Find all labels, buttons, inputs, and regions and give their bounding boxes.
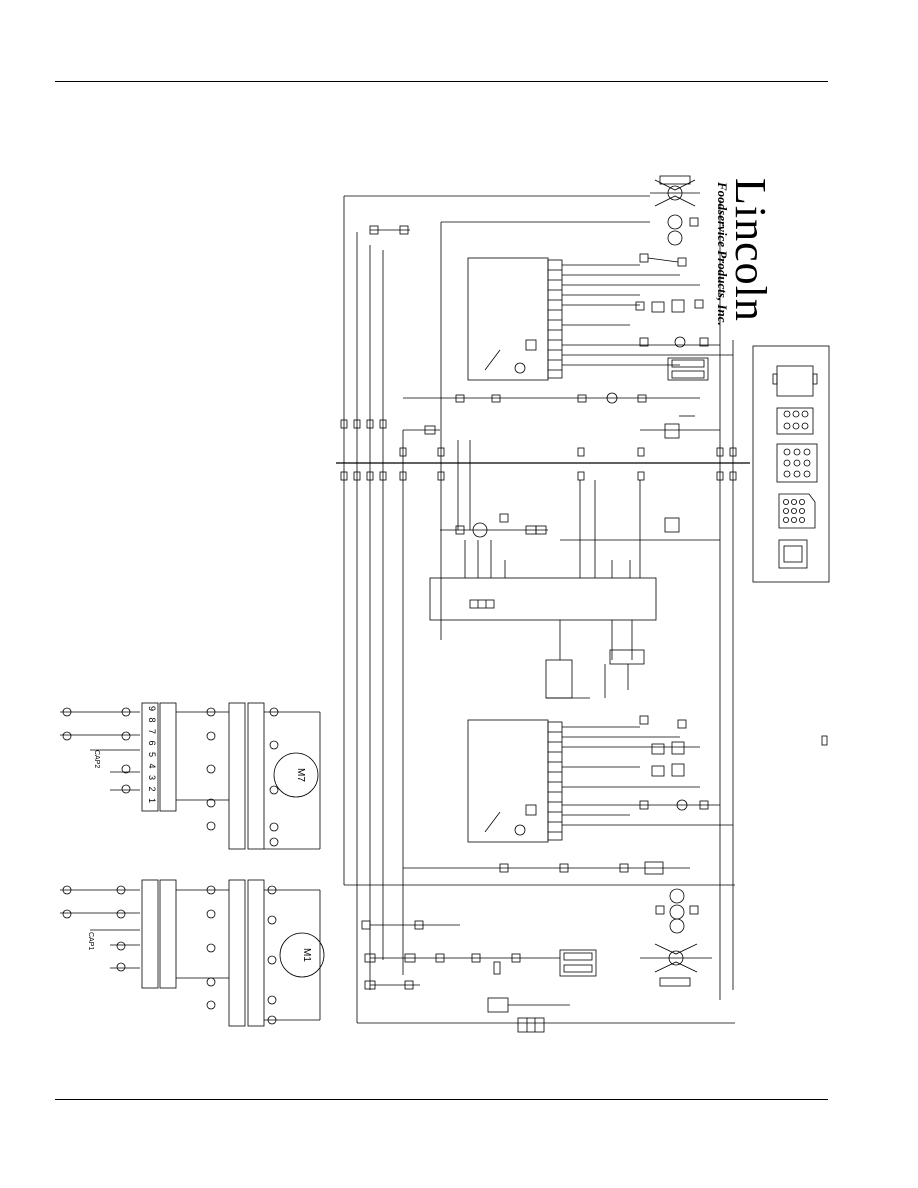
plug-12pin: [778, 493, 816, 529]
transformer: [545, 659, 573, 699]
left-bus-lines: [343, 195, 735, 1024]
cap-label-top: CAP2: [93, 750, 100, 769]
sensor-top: [514, 362, 526, 374]
terminal-strip-top-a: 9 8 7 6 5 4 3 2 1: [147, 706, 157, 805]
sensor-bottom: [514, 824, 526, 836]
motor-label-top: M7: [295, 768, 306, 782]
probe-top: [525, 339, 537, 351]
brand-name: Lincoln: [726, 178, 775, 322]
footer-rule: [55, 1099, 828, 1100]
plug-6pin: [776, 407, 814, 435]
plug-2pin: [776, 365, 814, 397]
control-box-top-wires: [562, 264, 733, 366]
connector-legend: [752, 345, 830, 583]
control-box-top: [467, 257, 549, 381]
plug-square: [778, 539, 808, 569]
probe-bottom: [525, 804, 537, 816]
plug-9pin: [776, 443, 818, 483]
motor-diagram-top: [60, 702, 321, 850]
controller-leads: [464, 480, 641, 660]
bottom-right-components: [639, 715, 709, 811]
page-marker: [821, 735, 828, 746]
motor-diagram-bottom: [60, 879, 325, 1027]
controller-board: [429, 577, 657, 621]
control-box-top-pins: [547, 259, 563, 379]
header-rule: [55, 81, 828, 82]
terminal-numbers: 9 8 7 6 5 4 3 2 1: [147, 706, 157, 806]
control-box-bottom-pins: [547, 721, 563, 841]
bottom-switch-area: [361, 920, 597, 1033]
brand-tagline: Foodservice Products, Inc.: [715, 182, 730, 326]
control-box-bottom-wires: [562, 726, 733, 826]
control-box-bottom: [467, 719, 549, 843]
top-right-components: [635, 253, 709, 381]
bus-connectors-top: [340, 419, 737, 481]
blower-motor-bottom-a: [669, 888, 685, 904]
motor-label-bottom: M1: [301, 948, 312, 962]
cap-label-bottom: CAP1: [87, 932, 94, 951]
